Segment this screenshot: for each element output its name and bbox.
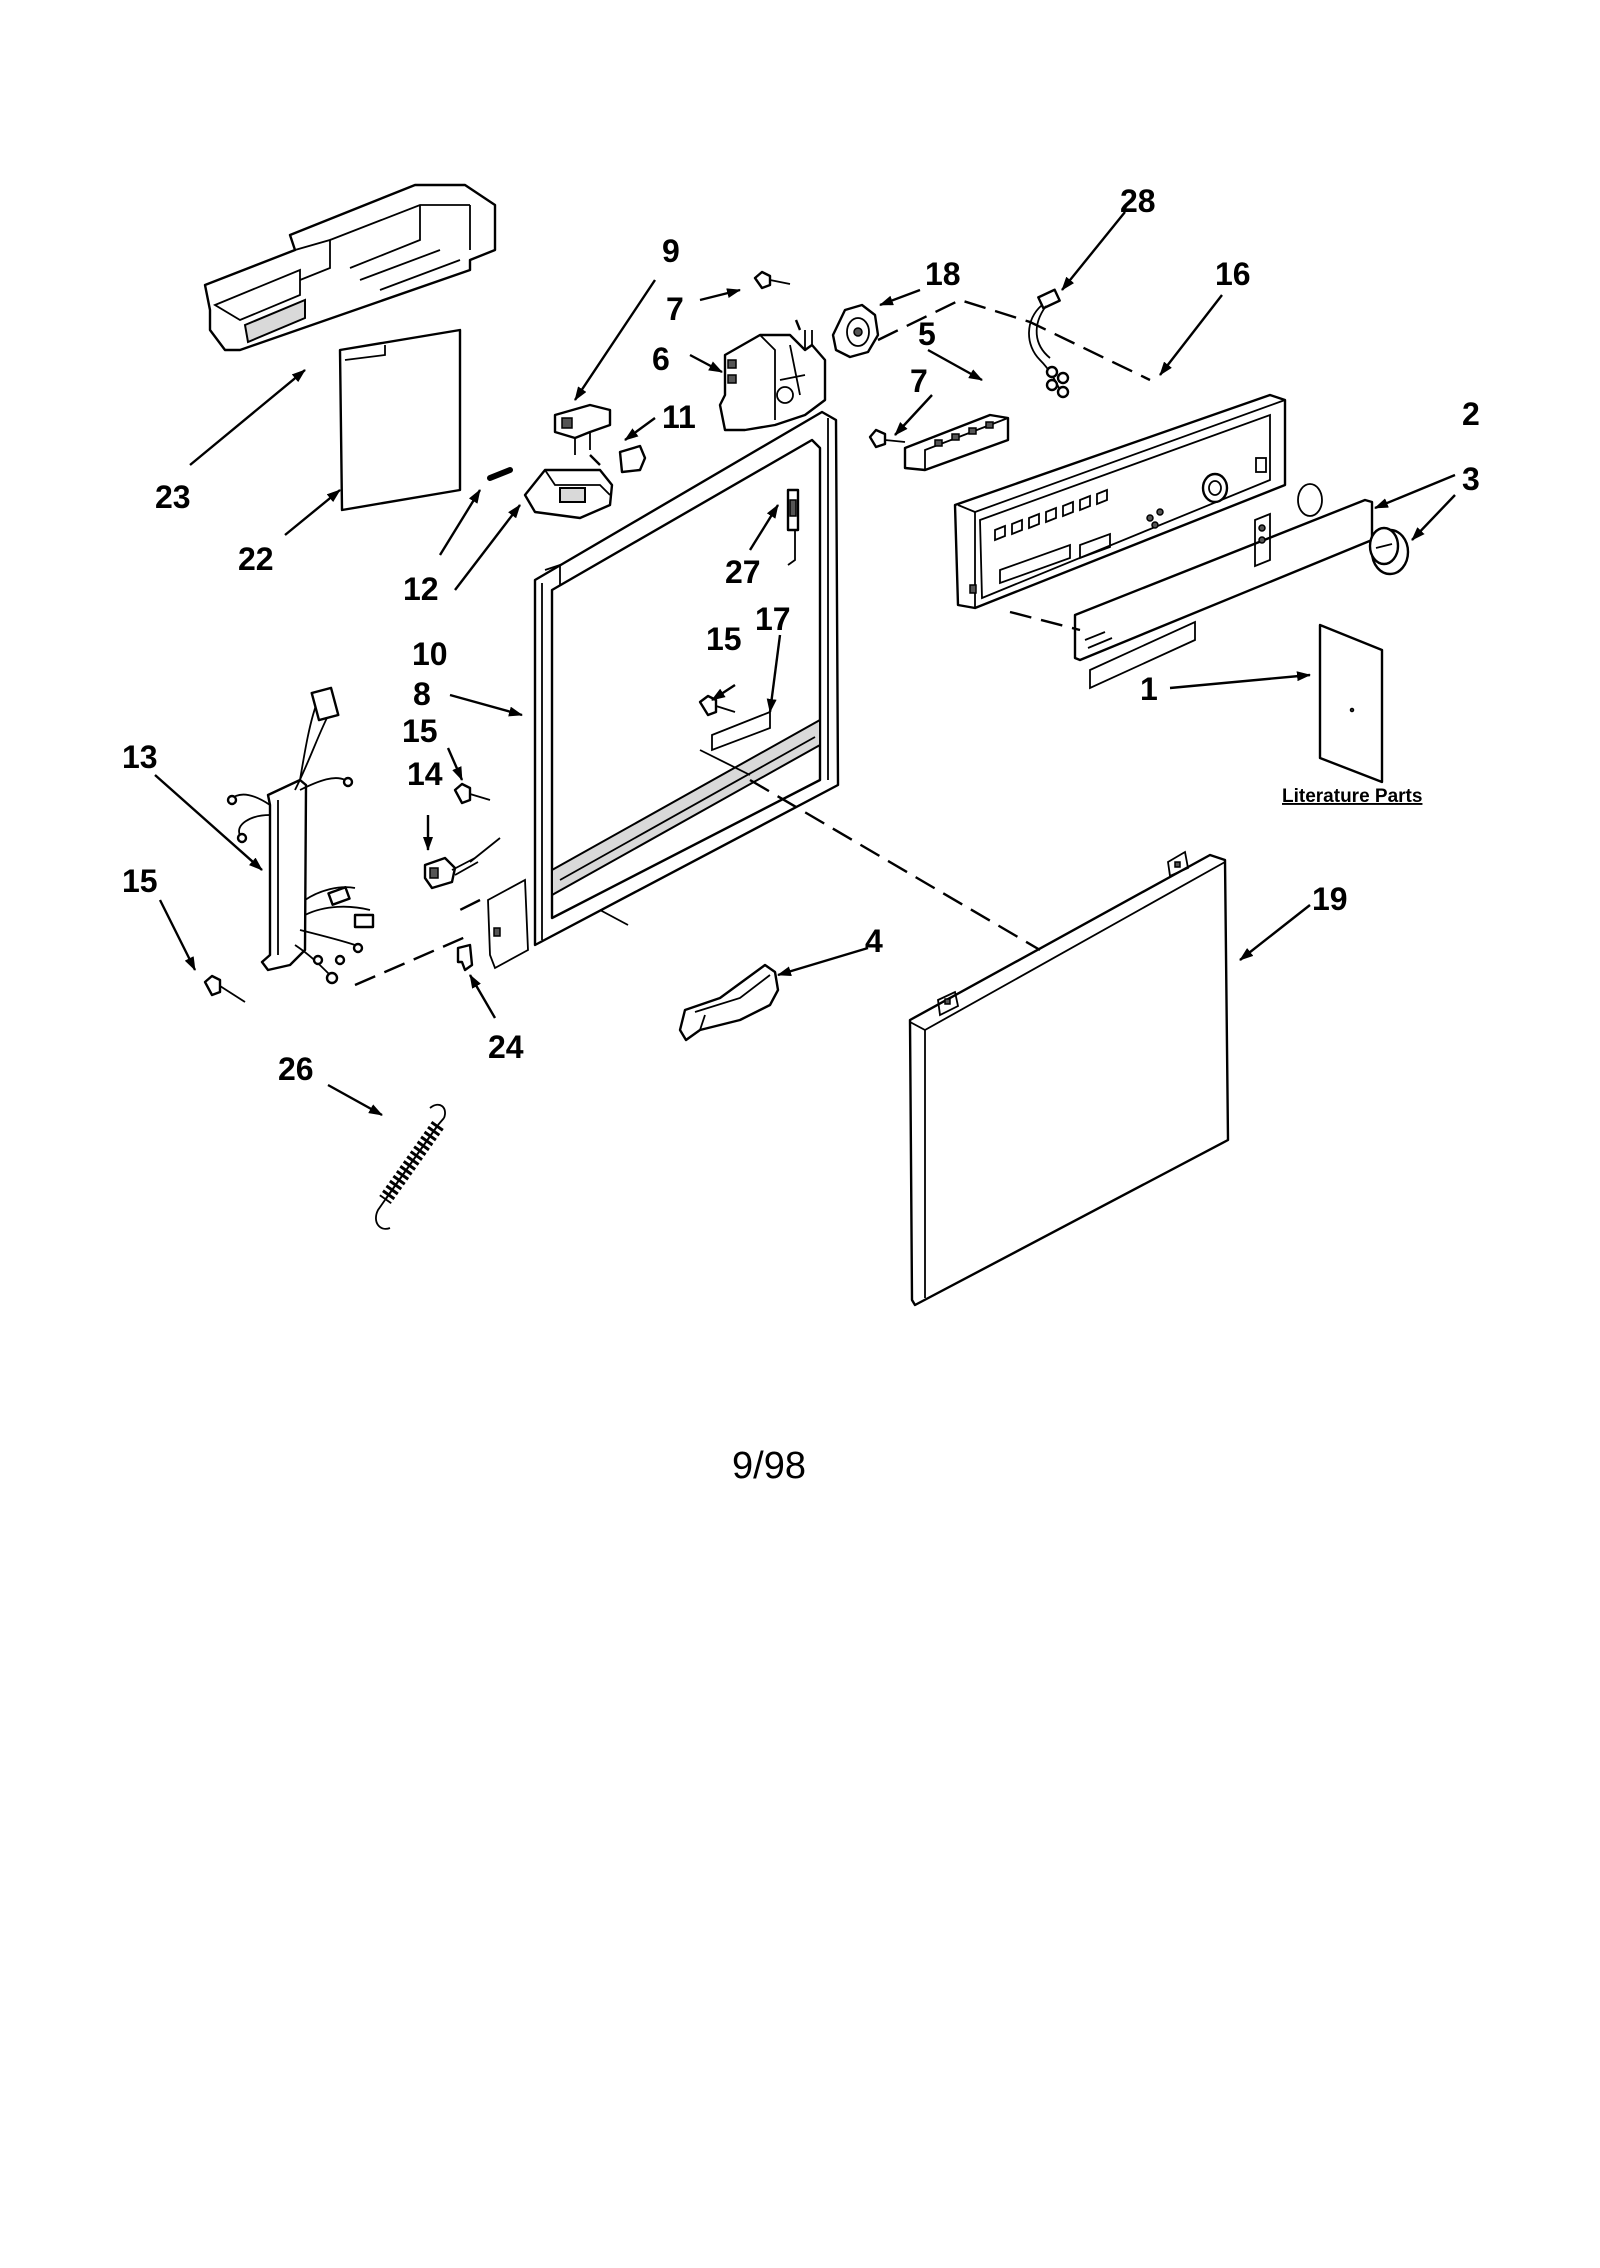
part-10-bracket <box>523 468 614 520</box>
callout-14: 14 <box>407 756 443 792</box>
part-6-switch-assembly <box>718 330 827 432</box>
callout-17: 17 <box>755 601 791 637</box>
part-1-literature <box>1318 623 1384 784</box>
part-9-latch <box>553 403 612 455</box>
part-8-door-frame <box>487 410 840 970</box>
part-18-knob <box>831 303 880 359</box>
callout-13: 13 <box>122 739 158 775</box>
part-15-screw-center <box>698 694 736 717</box>
callout-8: 8 <box>413 676 431 712</box>
part-15-screw-left <box>453 782 491 805</box>
part-5-control-module <box>903 413 1010 472</box>
callout-16: 16 <box>1215 256 1251 292</box>
callout-9: 9 <box>662 233 680 269</box>
callout-11: 11 <box>662 399 696 435</box>
part-3-knob <box>1368 526 1410 576</box>
callout-7-right: 7 <box>910 363 928 399</box>
part-13-harness <box>226 686 375 985</box>
callout-19: 19 <box>1312 881 1348 917</box>
callout-27: 27 <box>725 554 761 590</box>
part-26-spring <box>375 1103 446 1230</box>
callout-23: 23 <box>155 479 191 515</box>
callout-6: 6 <box>652 341 670 377</box>
callout-26: 26 <box>278 1051 314 1087</box>
callout-15-lower: 15 <box>122 863 158 899</box>
literature-parts-label: Literature Parts <box>1282 786 1422 807</box>
part-24-clip <box>456 943 474 972</box>
part-19-door-panel <box>908 850 1230 1307</box>
callout-1: 1 <box>1140 671 1158 707</box>
callout-4: 4 <box>865 923 883 959</box>
part-11-switch <box>618 444 647 474</box>
part-22-sheet <box>338 328 462 512</box>
callout-2: 2 <box>1462 396 1480 432</box>
callout-15-center: 15 <box>706 621 742 657</box>
callout-15-left: 15 <box>402 713 438 749</box>
part-16-console <box>953 393 1287 610</box>
callout-10: 10 <box>412 636 448 672</box>
callout-labels: 23 22 9 7 6 11 12 10 8 27 15 17 15 14 13… <box>122 183 1480 1487</box>
part-23-housing <box>203 183 497 352</box>
callout-3: 3 <box>1462 461 1480 497</box>
callout-12: 12 <box>403 571 439 607</box>
part-7-screw-right <box>868 428 906 449</box>
part-4-clip <box>678 963 780 1042</box>
callout-22: 22 <box>238 541 274 577</box>
callout-7-top: 7 <box>666 291 684 327</box>
assembly-dashed-lines <box>354 298 1151 987</box>
callout-28: 28 <box>1120 183 1156 219</box>
callout-5: 5 <box>918 316 936 352</box>
date-code: 9/98 <box>732 1445 806 1487</box>
leader-lines <box>154 211 1456 1117</box>
console-buttons <box>994 488 1108 542</box>
part-12-rod <box>487 467 513 481</box>
part-14-switch <box>423 837 501 890</box>
part-7-screw-top <box>753 270 791 290</box>
part-15-screw-lower <box>203 974 246 1003</box>
part-28-harness <box>1028 288 1070 399</box>
callout-18: 18 <box>925 256 961 292</box>
callout-24: 24 <box>488 1029 524 1065</box>
